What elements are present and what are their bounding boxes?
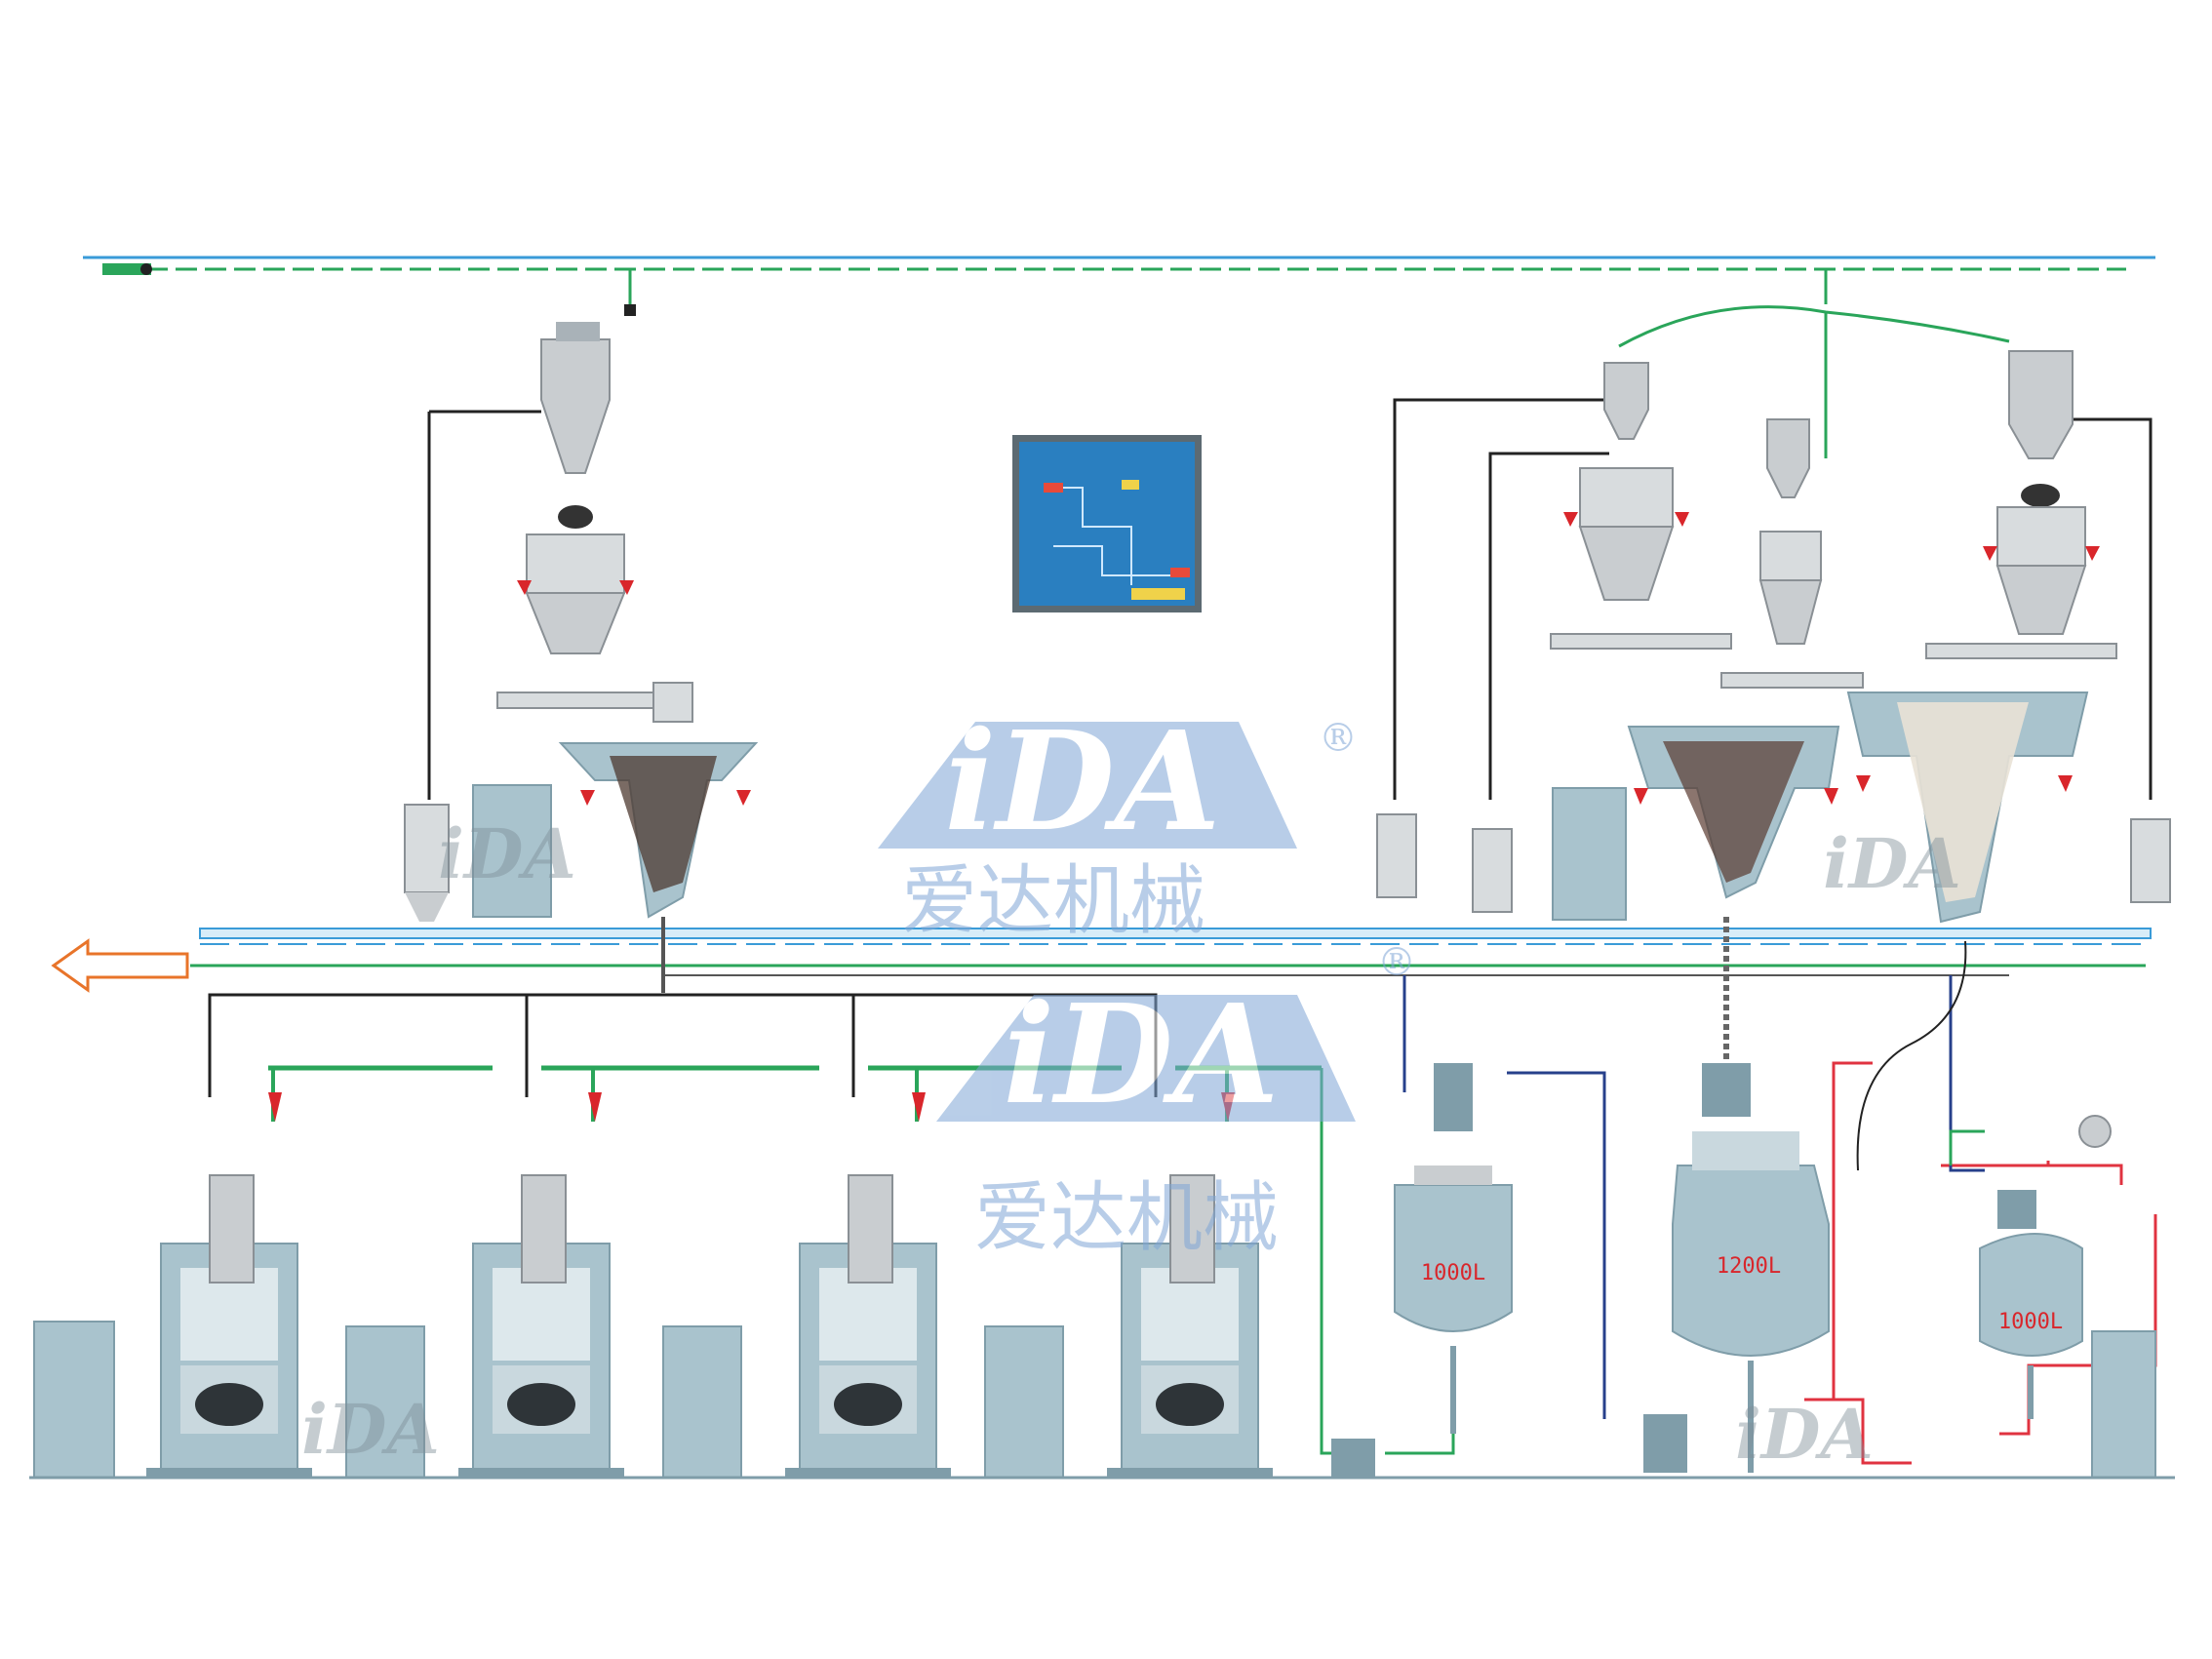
lower-mixing-station-2 [345,1174,624,1479]
watermark-small-2: iDA [1823,823,1961,904]
watermark-chinese-2: 爱达机械 [974,1174,1279,1262]
blower-unit [102,263,151,275]
watermark-small-4: iDA [1735,1394,1874,1475]
watermark-brand: iDA iDA 爱达机械 爱达机械 ® ® [878,702,1416,1262]
watermark-logo-1: iDA [944,702,1220,862]
upper-right-feeding-station [1376,350,2171,924]
branch-valve [624,304,636,316]
tank-1200l-middle: 1200L [1643,1063,1830,1473]
tank-label-middle: 1200L [1717,1254,1781,1279]
control-panel-screen [1012,435,1202,612]
watermark-small-logos: iDA iDA iDA iDA [301,813,1961,1475]
tank-1000l-left: 1000L [1331,1063,1513,1478]
tank-1000l-right: 1000L [1979,1115,2156,1479]
watermark-registered-2: ® [1377,940,1416,985]
upper-left-feeding-station [404,322,759,922]
main-transfer-conveyor [51,917,2152,1112]
lower-mixing-station-4 [984,1174,1273,1479]
lower-mixing-station-1 [33,1174,312,1479]
watermark-chinese-1: 爱达机械 [901,857,1205,945]
top-conveyor-line [83,256,2155,458]
watermark-small-1: iDA [438,813,576,894]
tank-label-left: 1000L [1421,1261,1485,1285]
outlet-arrow [51,938,189,993]
lower-mixing-station-3 [662,1174,951,1479]
watermark-small-3: iDA [301,1389,440,1470]
tank-label-right: 1000L [1998,1310,2063,1334]
watermark-logo-2: iDA [1003,975,1279,1135]
watermark-registered-1: ® [1319,716,1358,761]
